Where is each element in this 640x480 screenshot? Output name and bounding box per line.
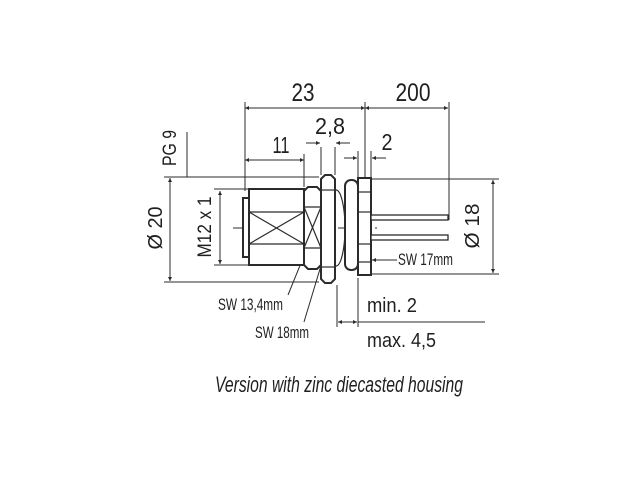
rear-hex-lines [358,191,371,263]
dim-rear-hex-thickness-label: 2 [382,129,393,155]
flange-lines [321,189,335,268]
rear-hex-sw17 [357,177,372,276]
hex-nut-lines [303,206,322,249]
threaded-body [248,188,305,266]
wrench-flange-label: SW 18mm [255,323,309,342]
caption: Version with zinc diecasted housing [215,372,464,397]
panel-max-label: max. 4,5 [367,330,436,352]
dim-flange-thickness-label: 2,8 [315,113,345,139]
connector-body [242,174,449,284]
panel-min-label: min. 2 [367,295,417,317]
wrench-rear-label: SW 17mm [398,250,453,269]
dim-flange-diameter-label: Ø 20 [145,207,167,250]
dimension-lines [168,106,495,324]
wire-bottom [370,234,449,241]
extension-lines [164,102,499,327]
dim-rear-diameter-label: Ø 18 [462,204,484,249]
thread-hatch [248,211,305,245]
dim-thread-length-label: 11 [273,132,290,158]
wires [370,214,449,241]
wire-top [370,214,449,221]
dim-pg-thread-label: PG 9 [160,130,181,166]
dim-wire-length-label: 200 [396,79,431,107]
wrench-hex-label: SW 13,4mm [218,295,283,314]
flange-sw18 [320,174,336,284]
gasket [344,179,359,271]
dim-front-length-label: 23 [292,79,315,107]
dim-thread-spec-label: M12 x 1 [195,197,216,258]
